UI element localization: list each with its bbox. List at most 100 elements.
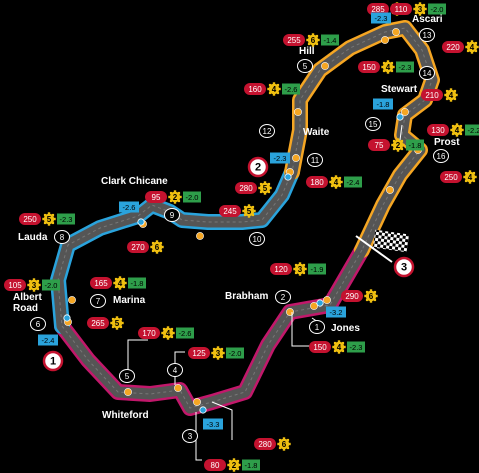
corner-number-12: 12 xyxy=(259,124,275,138)
speed-value: 105 xyxy=(8,281,22,290)
speed-value: 180 xyxy=(310,178,324,187)
sector-delta-clark: -2.6 xyxy=(119,201,139,213)
speed-badge xyxy=(341,290,363,302)
corner-name-whiteford: Whiteford xyxy=(102,410,149,421)
gear-icon xyxy=(277,437,291,451)
delta-badge xyxy=(242,459,260,471)
svg-text:2: 2 xyxy=(255,162,261,174)
delta-value: -1.9 xyxy=(311,265,324,274)
timing-loop-dot xyxy=(199,406,207,414)
speed-badge xyxy=(145,191,167,203)
corner-name-brabham: Brabham xyxy=(225,291,268,302)
speed-value: 245 xyxy=(223,207,237,216)
braking-point-dot xyxy=(174,384,182,392)
delta-badge xyxy=(226,347,244,359)
delta-badge xyxy=(406,139,424,151)
speed-value: 250 xyxy=(444,173,458,182)
chequered-flag-icon xyxy=(372,229,410,253)
track-surface xyxy=(52,22,438,414)
gear-icon xyxy=(258,181,272,195)
gear-value: 4 xyxy=(470,43,475,52)
delta-badge xyxy=(321,34,339,46)
speed-value: 125 xyxy=(192,349,206,358)
telemetry-badge: 265 5 xyxy=(87,316,124,330)
delta-value: -1.8 xyxy=(131,279,144,288)
speed-badge xyxy=(367,3,389,15)
delta-value: -2.4 xyxy=(347,178,360,187)
speed-value: 265 xyxy=(91,319,105,328)
speed-value: 285 xyxy=(371,5,385,14)
svg-text:-2.3: -2.3 xyxy=(274,154,287,163)
gear-icon xyxy=(161,326,175,340)
svg-text:3: 3 xyxy=(401,262,407,274)
svg-text:9: 9 xyxy=(170,211,175,220)
delta-badge xyxy=(308,263,326,275)
gear-icon xyxy=(267,82,281,96)
corner-number-16: 16 xyxy=(433,149,449,163)
sector-delta-waite: -2.3 xyxy=(270,152,290,164)
gear-value: 5 xyxy=(263,184,268,193)
svg-text:2: 2 xyxy=(281,293,286,302)
speed-value: 280 xyxy=(258,440,272,449)
svg-text:5: 5 xyxy=(303,62,308,71)
corner-name-jones: Jones xyxy=(331,323,360,334)
braking-point-dot xyxy=(124,388,132,396)
timing-loop-dot xyxy=(284,173,292,181)
delta-value: -2.6 xyxy=(179,329,192,338)
braking-point-dot xyxy=(294,108,302,116)
gear-icon xyxy=(391,138,405,152)
speed-badge xyxy=(427,124,449,136)
corner-number-15: 15 xyxy=(365,117,381,131)
sector-delta-jones: -3.2 xyxy=(326,306,346,318)
gear-icon xyxy=(465,40,479,54)
delta-value: -1.4 xyxy=(324,36,337,45)
speed-badge xyxy=(90,277,112,289)
timing-loop-dot xyxy=(63,314,71,322)
delta-value: -2.3 xyxy=(350,343,363,352)
gear-value: 4 xyxy=(455,126,460,135)
delta-badge xyxy=(183,191,201,203)
gear-value: 6 xyxy=(369,292,374,301)
gear-value: 3 xyxy=(418,5,423,14)
speed-badge xyxy=(309,341,331,353)
svg-text:1: 1 xyxy=(315,323,320,332)
gear-value: 4 xyxy=(334,178,339,187)
corner-number-5: 5 xyxy=(119,369,135,383)
corner-name-albert: Albert xyxy=(13,292,43,303)
speed-badge xyxy=(138,327,160,339)
corner-name-albert: Road xyxy=(13,303,38,314)
braking-point-dot xyxy=(193,398,201,406)
delta-value: -2.0 xyxy=(45,281,58,290)
gear-icon xyxy=(27,278,41,292)
corner-name-marina: Marina xyxy=(113,295,146,306)
svg-text:-3.3: -3.3 xyxy=(207,420,220,429)
svg-text:1: 1 xyxy=(50,356,56,368)
gear-value: 2 xyxy=(173,193,178,202)
gear-value: 5 xyxy=(115,319,120,328)
timing-loop-dot xyxy=(396,113,404,121)
gear-value: 5 xyxy=(247,207,252,216)
corner-name-waite: Waite xyxy=(303,127,330,138)
braking-point-dot xyxy=(321,62,329,70)
corner-number-2: 2 xyxy=(275,290,291,304)
gear-value: 2 xyxy=(396,141,401,150)
telemetry-badge: 245 5 xyxy=(219,204,256,218)
gear-value: 6 xyxy=(155,243,160,252)
delta-value: -1.8 xyxy=(245,461,258,470)
gear-value: 4 xyxy=(386,63,391,72)
